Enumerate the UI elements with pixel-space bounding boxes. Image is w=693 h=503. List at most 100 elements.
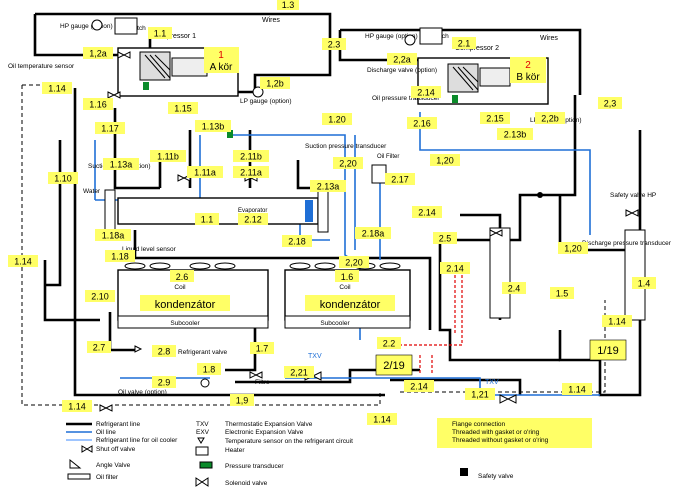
tag-box — [367, 413, 397, 425]
tag-box — [322, 38, 346, 50]
suction-pressure-transducer-label: Suction pressure transducer — [305, 143, 387, 150]
legend-txv: TXV — [196, 421, 209, 428]
component-tag: 1.1 — [154, 29, 167, 39]
component-tag: 1.13b — [202, 122, 225, 132]
tag-box — [197, 363, 221, 375]
component-tag: 2.13b — [504, 130, 527, 140]
component-tag: 1.14 — [14, 257, 32, 267]
component-tag: 2.1 — [458, 39, 471, 49]
evaporator-label: Evaporator — [238, 208, 267, 214]
component-tag: 2,2a — [393, 55, 411, 65]
liquid-level-sensor-label: Liquid level sensor — [122, 246, 177, 253]
discharge-valve-label: Discharge valve (option) — [367, 67, 437, 74]
refrigerant-lines — [33, 12, 642, 397]
hp-switch-2-box — [419, 27, 443, 45]
component-tag: 2.17 — [391, 175, 409, 185]
component-tag: 1,9 — [236, 396, 249, 406]
condenser-2-tag: 1.6 — [341, 272, 354, 282]
hp-gauge-1-icon — [91, 19, 103, 31]
component-tag: 2.3 — [328, 40, 341, 50]
condenser-1-subcooler: Subcooler — [170, 320, 200, 327]
condenser-2-coil: Coil — [339, 284, 351, 291]
component-tag: 1,20 — [436, 156, 454, 166]
legend-exv: EXV — [196, 429, 210, 436]
component-tag: 2.14 — [446, 264, 464, 274]
tag-box — [8, 255, 38, 267]
tag-box — [105, 250, 135, 262]
filter-label: Filtre — [255, 379, 270, 386]
tag-box — [150, 150, 186, 162]
tag-box — [48, 172, 78, 184]
condenser-2-subcooler: Subcooler — [320, 320, 350, 327]
tag-box — [412, 206, 442, 218]
lp-gauge-1-icon — [252, 86, 264, 98]
evaporator: Evaporator — [104, 189, 329, 233]
txv-1-label: TXV — [308, 353, 322, 360]
tag-box — [430, 154, 460, 166]
component-tag: 1.4 — [638, 279, 651, 289]
tag-box — [440, 262, 470, 274]
component-tag: 2.5 — [439, 234, 452, 244]
hp-gauge-2-icon — [404, 34, 416, 46]
tag-box — [195, 120, 231, 132]
legend-angle-valve: Angle Valve — [96, 462, 131, 469]
tag-box — [152, 345, 176, 357]
component-tag: 2.11a — [240, 168, 262, 178]
legend-safety-valve: Safety valve — [478, 473, 514, 480]
compressor-2-circuit-name: B kör — [516, 72, 540, 83]
condenser-2-name: kondenzátor — [320, 299, 381, 311]
tag-box — [452, 37, 476, 49]
tag-box — [62, 400, 92, 412]
condenser-2-tag-box — [335, 270, 359, 282]
component-tag: 1.11b — [157, 152, 179, 162]
tag-box — [480, 112, 510, 124]
legend-txv-desc: Thermostatic Expansion Valve — [225, 421, 313, 428]
component-tag: 1.17 — [101, 124, 119, 134]
tag-box — [589, 339, 627, 361]
safety-valve-hp-label: Safety valve HP — [610, 192, 656, 199]
tag-box — [411, 86, 441, 98]
component-tag: 2.4 — [508, 284, 521, 294]
component-tag: 2.11b — [240, 152, 262, 162]
component-tag: 1.13a — [110, 160, 133, 170]
oil-valve-label: Oil valve (option) — [118, 389, 167, 396]
tag-box — [233, 150, 269, 162]
tag-box — [407, 117, 437, 129]
top-tag-box — [277, 0, 299, 10]
legend-threaded-gasket: Threaded with gasket or o'ring — [452, 429, 540, 436]
tag-box — [377, 337, 401, 349]
component-tag: 2.18a — [362, 229, 385, 239]
compressor-1-circuit-name: A kör — [210, 62, 233, 73]
tag-box — [195, 213, 219, 225]
tag-box — [387, 53, 417, 65]
tag-box — [85, 290, 115, 302]
component-tag: 2/19 — [383, 360, 404, 372]
condenser-1-name: kondenzátor — [155, 299, 216, 311]
tag-box — [355, 227, 391, 239]
compressor-1-circuit-box — [204, 47, 239, 73]
tag-box — [502, 282, 526, 294]
condenser-1-tag-box — [170, 270, 194, 282]
hp-switch-1-box — [114, 17, 138, 35]
tag-box — [535, 112, 565, 124]
component-tag: 1,2a — [89, 49, 107, 59]
tag-box — [339, 256, 369, 268]
sensor-dot-icon — [537, 192, 543, 198]
tag-box — [152, 376, 176, 388]
component-tag: 2.14 — [417, 88, 435, 98]
compressor-2-circuit-number: 2 — [525, 60, 531, 71]
tag-box — [282, 235, 312, 247]
tag-box — [375, 354, 413, 376]
tag-box — [260, 77, 290, 89]
component-tag: 1.8 — [203, 365, 216, 375]
component-tag: 1.14 — [373, 415, 391, 425]
component-tag: 2,20 — [345, 258, 363, 268]
top-label: 1.3 — [282, 0, 295, 10]
legend-solenoid-valve: Solenoid valve — [225, 480, 268, 487]
legend-heater: Heater — [225, 447, 245, 454]
filter-icon — [200, 378, 210, 388]
component-tag: 2.13a — [317, 182, 340, 192]
water-label: Water — [83, 188, 101, 195]
compressor-2-wires: Wires — [540, 35, 558, 42]
